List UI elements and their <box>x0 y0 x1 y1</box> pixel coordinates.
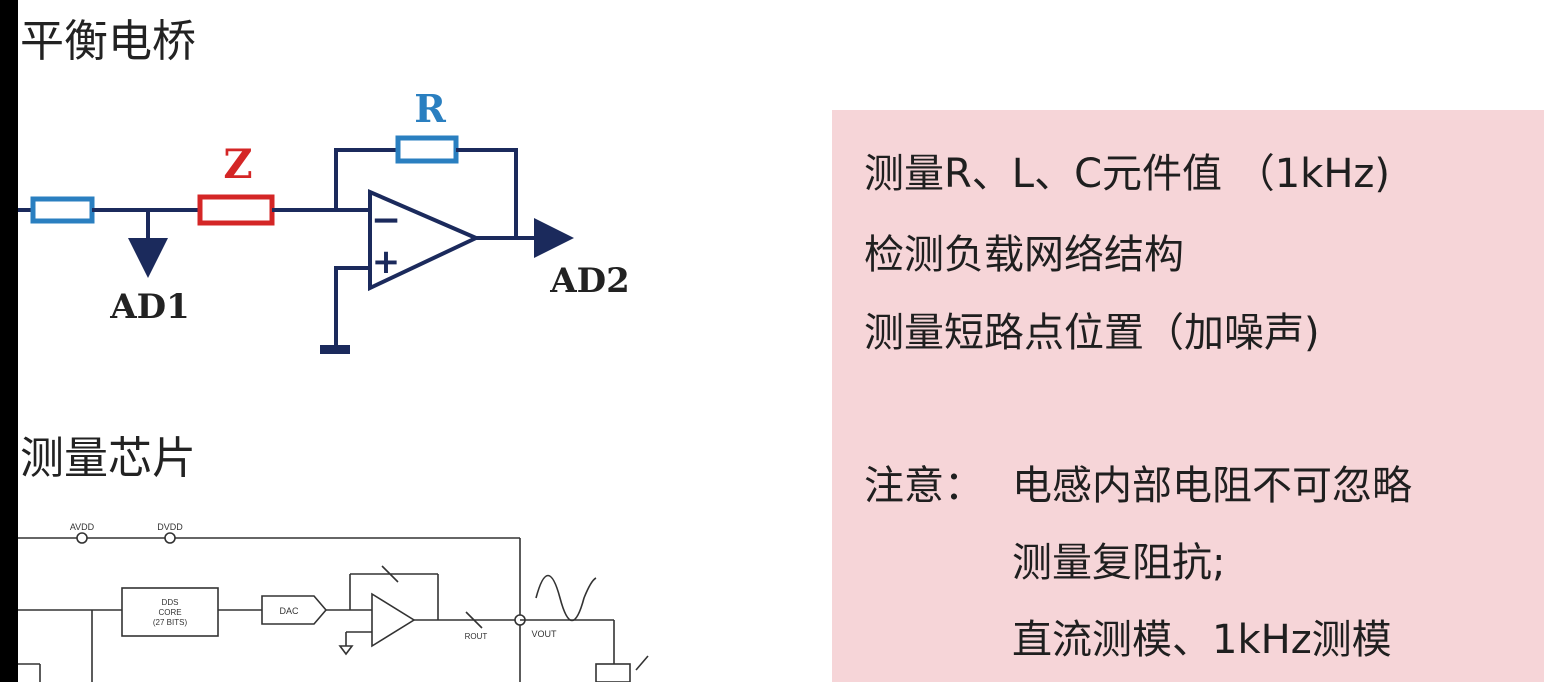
opamp <box>368 188 481 292</box>
label-r: R <box>414 86 446 131</box>
ground-wire <box>334 266 370 348</box>
chip-dds-line2: CORE <box>158 608 181 617</box>
chip-vout: VOUT <box>531 629 557 639</box>
heading-measurement-chip: 测量芯片 <box>20 433 196 484</box>
panel-line-2: 检测负载网络结构 <box>864 232 1184 278</box>
feedback-wire-right <box>456 148 518 238</box>
chip-dvdd: DVDD <box>157 522 183 532</box>
label-ad2: AD2 <box>549 261 630 301</box>
panel-note-2: 测量复阻抗; <box>1012 540 1226 586</box>
bridge-circuit-diagram: AD1 Z R − + AD2 <box>18 86 649 682</box>
left-edge-bar <box>0 0 18 682</box>
impedance-z <box>197 194 275 226</box>
chip-dds-line1: DDS <box>162 598 179 607</box>
chip-avdd: AVDD <box>70 522 95 532</box>
panel-note-3: 直流测模、1kHz测模 <box>1012 617 1392 663</box>
chip-rout: ROUT <box>465 632 488 641</box>
resistor-r <box>395 135 459 164</box>
opamp-minus: − <box>371 200 401 241</box>
ground-symbol <box>320 345 350 354</box>
panel-line-3: 测量短路点位置（加噪声) <box>864 310 1320 356</box>
panel-note-label: 注意： <box>864 463 984 509</box>
feedback-wire-left <box>334 148 398 210</box>
panel-note-1: 电感内部电阻不可忽略 <box>1012 463 1412 509</box>
opamp-plus: + <box>372 242 401 282</box>
resistor-input <box>30 196 95 224</box>
chip-dac: DAC <box>279 606 299 616</box>
heading-balanced-bridge: 平衡电桥 <box>20 16 196 67</box>
label-ad1: AD1 <box>109 287 190 327</box>
notes-panel: 测量R、L、C元件值 （1kHz) 检测负载网络结构 测量短路点位置（加噪声) … <box>832 110 1544 682</box>
panel-line-1: 测量R、L、C元件值 （1kHz) <box>864 151 1391 197</box>
chip-block-diagram <box>18 532 649 682</box>
label-z: Z <box>223 141 252 188</box>
chip-dds-line3: (27 BITS) <box>153 618 188 627</box>
